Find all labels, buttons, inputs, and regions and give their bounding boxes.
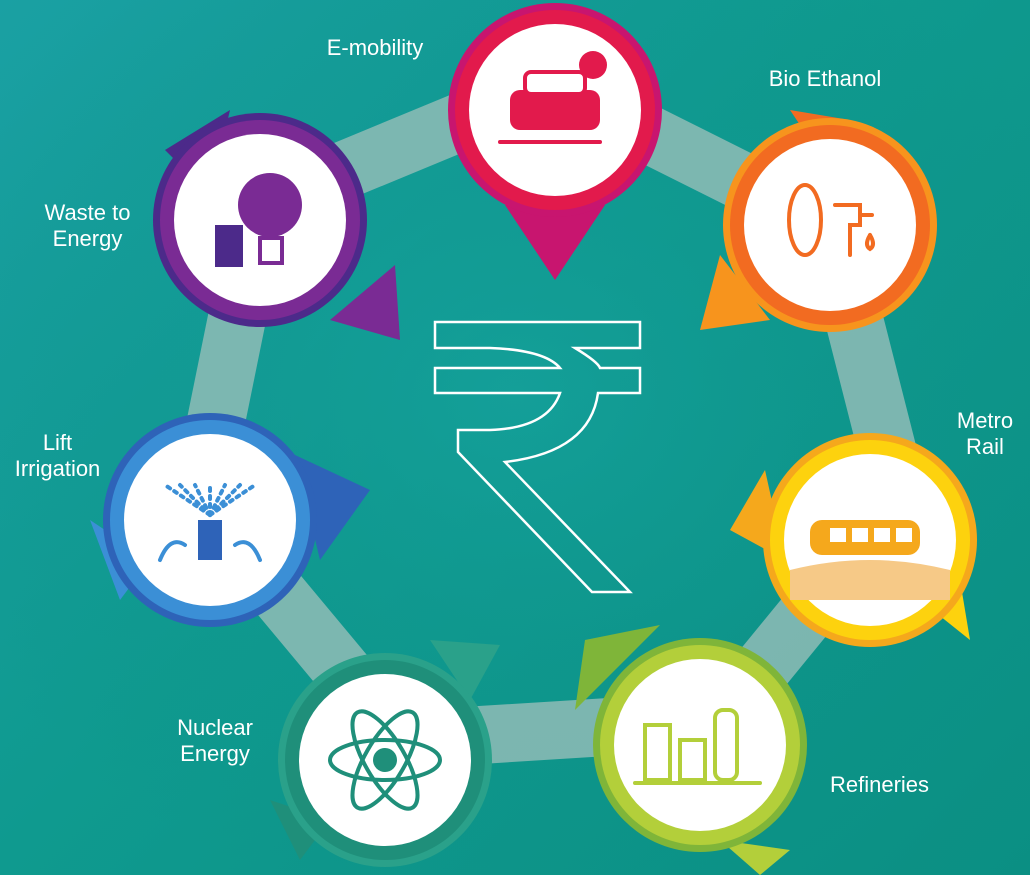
sprinkler-plants-icon	[158, 483, 262, 562]
arrow-4	[430, 640, 500, 700]
corn-fuel-nozzle-icon	[787, 183, 875, 257]
metro-train-icon	[790, 520, 950, 600]
arrow-3	[575, 625, 660, 710]
arrow-secondary-3	[720, 840, 790, 875]
node-corn-fuel-nozzle	[723, 118, 937, 332]
label-bio-ethanol: Bio Ethanol	[768, 66, 882, 91]
node-sprinkler-plants	[103, 413, 317, 627]
label-refineries: Refineries	[830, 772, 930, 797]
node-waste-bulb	[153, 113, 367, 327]
label-lift-irrigation: Lift Irrigation	[14, 430, 101, 481]
electric-car-icon	[498, 51, 607, 144]
arrow-1	[700, 255, 770, 330]
waste-bulb-icon	[215, 173, 302, 267]
node-refinery	[593, 638, 807, 852]
label-e-mobility: E-mobility	[326, 35, 424, 60]
arrow-secondary-6	[330, 265, 400, 340]
node-metro-train	[763, 433, 977, 647]
node-electric-car	[448, 3, 662, 217]
refinery-icon	[633, 708, 762, 785]
rupee-symbol-icon	[433, 320, 642, 594]
label-nuclear-energy: Nuclear Energy	[177, 715, 253, 766]
label-waste-to-energy: Waste to Energy	[44, 200, 131, 251]
node-atom	[278, 653, 492, 867]
arrow-0	[505, 205, 605, 280]
atom-icon	[328, 709, 442, 811]
label-metro-rail: Metro Rail	[956, 408, 1014, 459]
